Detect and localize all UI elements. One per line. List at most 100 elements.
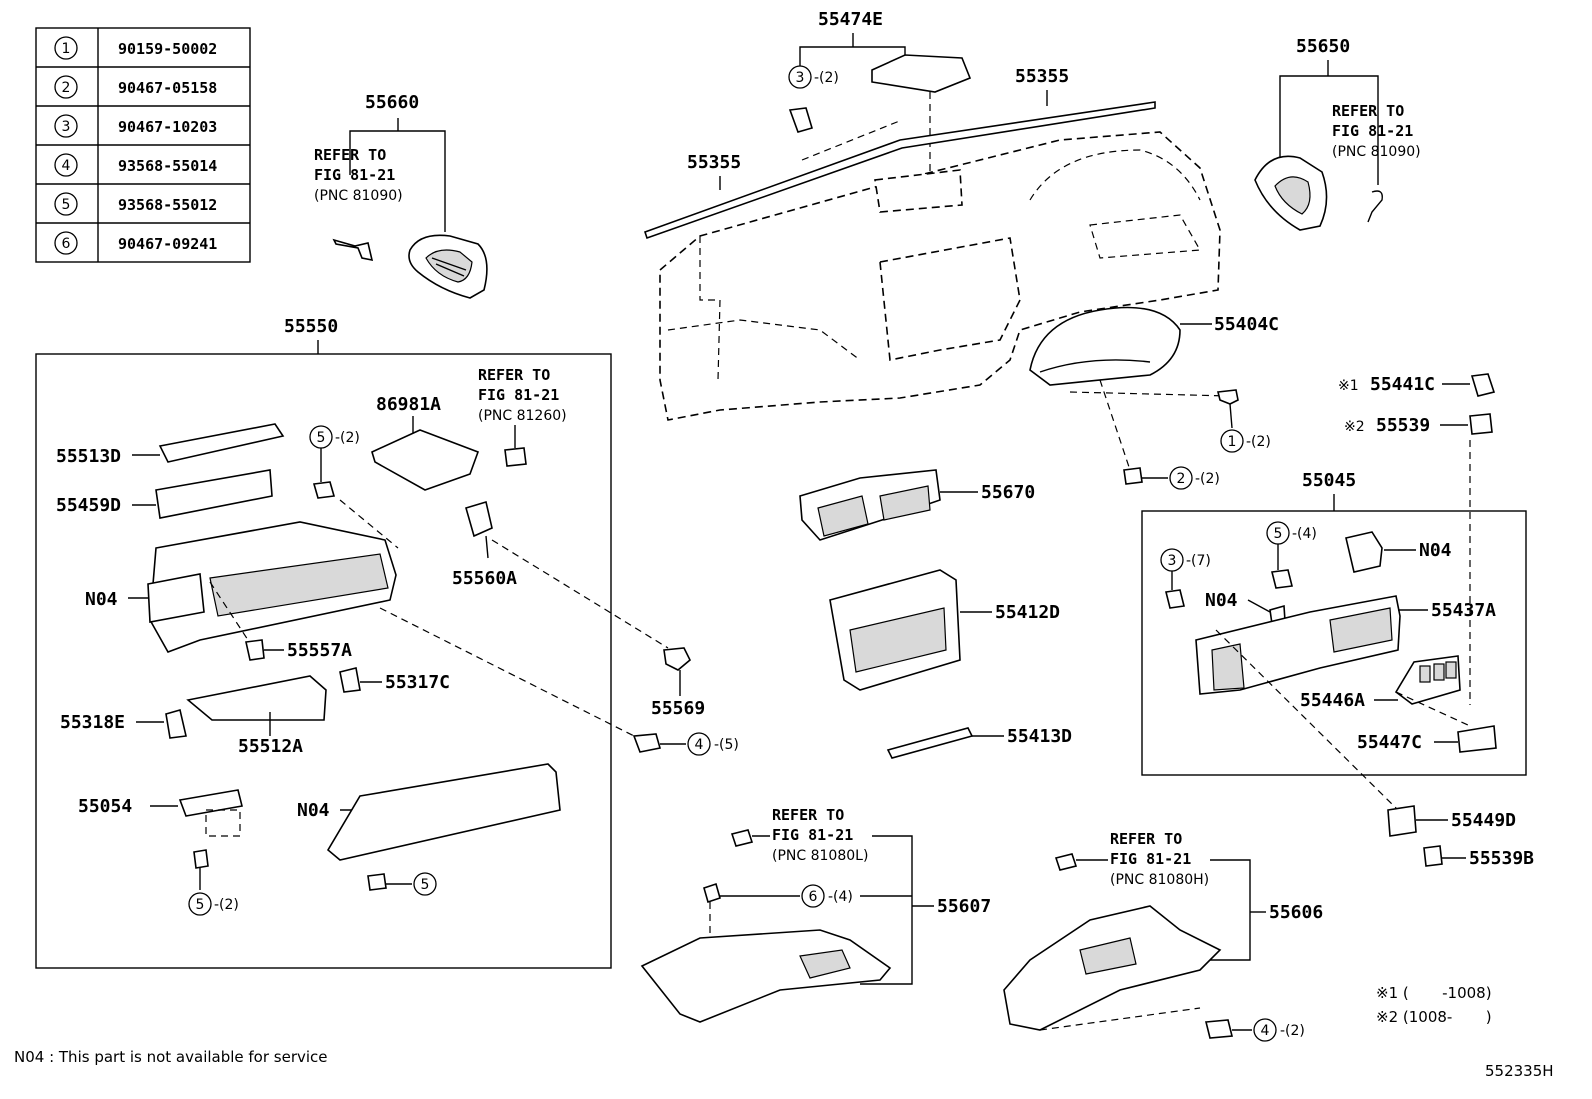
refer-note-line: REFER TO — [478, 366, 550, 384]
refer-note-line[interactable]: FIG 81-21 — [1110, 850, 1191, 868]
table-row: 1 90159-50002 — [54, 36, 217, 60]
refer-note-line[interactable]: FIG 81-21 — [1332, 122, 1413, 140]
part-label-55569[interactable]: 55569 — [651, 698, 705, 719]
table-part-number: 93568-55012 — [118, 196, 217, 214]
part-label-55355[interactable]: 55355 — [687, 152, 741, 173]
refer-note-line: (PNC 81080L) — [772, 848, 868, 864]
part-label-55550[interactable]: 55550 — [284, 316, 338, 337]
footnote-2: ※2 (1008- ) — [1376, 1008, 1492, 1026]
part-label-55054[interactable]: 55054 — [78, 796, 132, 817]
group-55650: 55650 REFER TO FIG 81-21 (PNC 81090) — [1254, 36, 1421, 231]
callout-qty: -(2) — [335, 430, 360, 446]
trim-strip-55355-icon — [643, 101, 1156, 240]
part-label-55474E[interactable]: 55474E — [818, 9, 883, 30]
callout-ref-number: 3 — [1168, 553, 1177, 569]
part-label-55459D[interactable]: 55459D — [56, 495, 121, 516]
screw-icon — [1271, 569, 1293, 589]
marker-2: ※2 — [1344, 419, 1365, 435]
part-label-55355[interactable]: 55355 — [1015, 66, 1069, 87]
trim-55413D-icon — [886, 727, 974, 759]
pad-55317C-icon — [339, 667, 361, 693]
part-label-55539[interactable]: 55539 — [1376, 415, 1430, 436]
part-label-55441C[interactable]: 55441C — [1370, 374, 1435, 395]
refer-note-line[interactable]: FIG 81-21 — [478, 386, 559, 404]
door-55512A-icon — [186, 675, 327, 721]
table-part-number: 90467-09241 — [118, 235, 217, 253]
panel-55459D-icon — [155, 469, 273, 519]
latch-55560A-icon — [465, 500, 493, 538]
part-label-55412D[interactable]: 55412D — [995, 602, 1060, 623]
part-label-55606[interactable]: 55606 — [1269, 902, 1323, 923]
part-label-86981A[interactable]: 86981A — [376, 394, 441, 415]
callout-qty: -(5) — [714, 737, 739, 753]
screw-icon — [1123, 467, 1143, 485]
part-label-55446A[interactable]: 55446A — [1300, 690, 1365, 711]
assembly-frame — [35, 353, 612, 969]
group-55045: 55045 5 -(4) 3 -(7) N04 N04 55437A 55446… — [1141, 470, 1527, 813]
group-55539B: 55539B — [1423, 845, 1534, 869]
table-row: 2 90467-05158 — [54, 75, 217, 99]
switch-55539B-icon — [1423, 845, 1443, 867]
switch-part-icon — [730, 829, 754, 847]
part-label-55660[interactable]: 55660 — [365, 92, 419, 113]
callout-qty: -(2) — [1246, 434, 1271, 450]
part-label-55437A[interactable]: 55437A — [1431, 600, 1496, 621]
table-row: 6 90467-09241 — [54, 231, 217, 255]
part-label-55449D[interactable]: 55449D — [1451, 810, 1516, 831]
part-label-N04[interactable]: N04 — [85, 589, 118, 610]
switch-55449D-icon — [1387, 805, 1417, 837]
panel-55513D-icon — [158, 423, 285, 463]
table-row: 3 90467-10203 — [54, 114, 217, 138]
part-label-55670[interactable]: 55670 — [981, 482, 1035, 503]
refer-note-line[interactable]: FIG 81-21 — [772, 826, 853, 844]
assembly-frame — [1141, 510, 1527, 776]
figure-id: 552335H — [1485, 1062, 1554, 1080]
callout-qty: -(2) — [214, 897, 239, 913]
callout-ref-number: 5 — [421, 877, 430, 893]
part-label-55557A[interactable]: 55557A — [287, 640, 352, 661]
part-label-55539B[interactable]: 55539B — [1469, 848, 1534, 869]
cover-55474E-icon — [871, 54, 972, 93]
refer-note-line[interactable]: FIG 81-21 — [314, 166, 395, 184]
callout-ref-number: 1 — [1228, 434, 1237, 450]
clip-3-icon — [1165, 589, 1185, 609]
callout-ref-number: 4 — [695, 737, 704, 753]
group-55569: 55569 4 -(5) — [379, 607, 739, 756]
part-label-55607[interactable]: 55607 — [937, 896, 991, 917]
part-label-55650[interactable]: 55650 — [1296, 36, 1350, 57]
callout-ref-number: 5 — [196, 897, 205, 913]
refer-note-line: (PNC 81080H) — [1110, 872, 1209, 888]
group-55412D: 55412D — [829, 569, 1060, 691]
group-55404C: 55404C 1 -(2) 2 -(2) — [1029, 306, 1279, 490]
part-label-55404C[interactable]: 55404C — [1214, 314, 1279, 335]
callout-qty: -(4) — [1292, 526, 1317, 542]
callout-ref-number: 2 — [1177, 471, 1186, 487]
lower-cover-55607-icon — [640, 929, 892, 1023]
refer-note-line: REFER TO — [772, 806, 844, 824]
callout-qty: -(2) — [814, 70, 839, 86]
screw-icon — [632, 733, 662, 753]
refer-note-line: REFER TO — [1332, 102, 1404, 120]
part-label-N04[interactable]: N04 — [1419, 540, 1452, 561]
stopper-icon — [245, 639, 265, 661]
part-label-N04[interactable]: N04 — [1205, 590, 1238, 611]
part-label-55317C[interactable]: 55317C — [385, 672, 450, 693]
part-label-55447C[interactable]: 55447C — [1357, 732, 1422, 753]
part-label-55318E[interactable]: 55318E — [60, 712, 125, 733]
part-label-55560A[interactable]: 55560A — [452, 568, 517, 589]
group-55474E: 55474E 3 -(2) — [788, 9, 972, 190]
part-label-N04[interactable]: N04 — [297, 800, 330, 821]
part-label-55512A[interactable]: 55512A — [238, 736, 303, 757]
part-label-55413D[interactable]: 55413D — [1007, 726, 1072, 747]
switch-55447C-icon — [1457, 725, 1497, 753]
group-55606: REFER TO FIG 81-21 (PNC 81080H) 55606 4 … — [1003, 830, 1323, 1042]
refer-note-line: REFER TO — [314, 146, 386, 164]
part-label-55513D[interactable]: 55513D — [56, 446, 121, 467]
callout-qty: -(4) — [828, 889, 853, 905]
table-ref-number: 3 — [62, 119, 71, 135]
switch-part-icon — [1054, 853, 1078, 871]
table-row: 4 93568-55014 — [54, 153, 217, 177]
screw-icon — [1204, 1019, 1234, 1039]
marker-1: ※1 — [1338, 378, 1359, 394]
part-label-55045[interactable]: 55045 — [1302, 470, 1356, 491]
